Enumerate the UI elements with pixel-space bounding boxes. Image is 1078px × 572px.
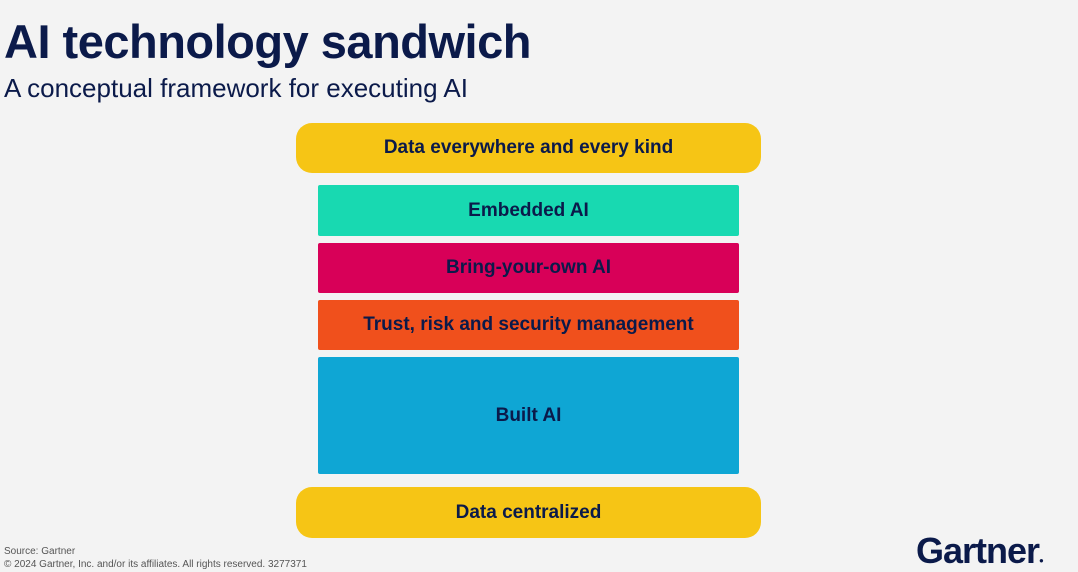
page-subtitle: A conceptual framework for executing AI — [4, 73, 468, 103]
layer-data-centralized: Data centralized — [296, 487, 761, 538]
copyright-text: © 2024 Gartner, Inc. and/or its affiliat… — [4, 559, 307, 570]
logo-dot-icon: ● — [1039, 556, 1044, 565]
layer-label: Embedded AI — [468, 199, 589, 221]
layer-trust-risk-security: Trust, risk and security management — [318, 300, 739, 350]
page-title: AI technology sandwich — [4, 15, 531, 68]
layer-label: Built AI — [495, 404, 562, 426]
layer-data-everywhere: Data everywhere and every kind — [296, 123, 761, 173]
logo-text: Gartner — [916, 530, 1040, 571]
layer-label: Trust, risk and security management — [363, 314, 694, 335]
source-text: Source: Gartner — [4, 546, 76, 557]
layer-label: Bring-your-own AI — [446, 257, 611, 278]
layer-label: Data centralized — [455, 501, 602, 523]
layer-label: Data everywhere and every kind — [383, 137, 674, 158]
footer-source: Source: Gartner © 2024 Gartner, Inc. and… — [4, 545, 307, 571]
layer-embedded-ai: Embedded AI — [318, 185, 739, 236]
layer-bring-your-own-ai: Bring-your-own AI — [318, 243, 739, 293]
gartner-logo: Gartner● — [916, 530, 1044, 571]
layer-built-ai: Built AI — [318, 357, 739, 474]
